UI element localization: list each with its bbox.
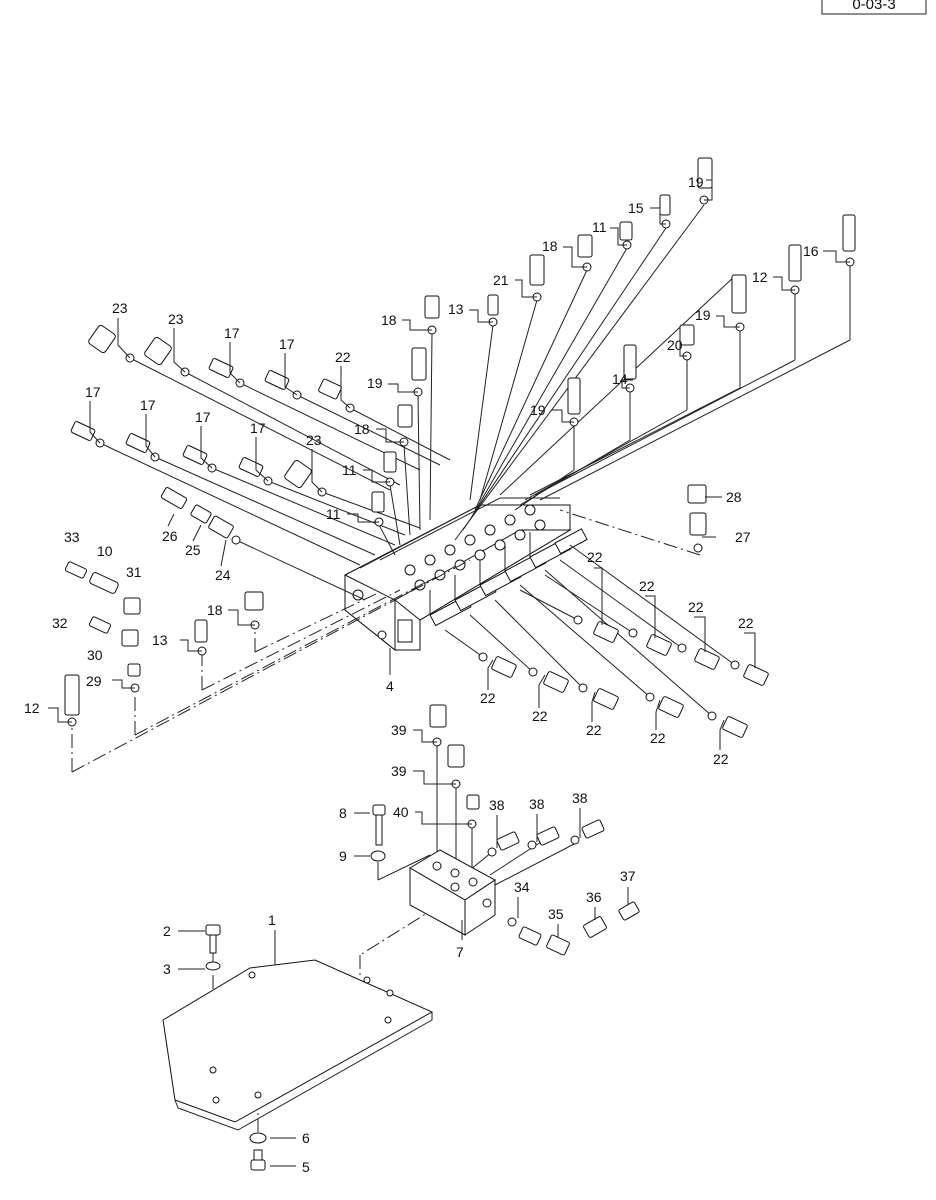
part-label: 20 [667,337,683,353]
part-label: 23 [112,300,128,316]
part-label: 22 [688,599,704,615]
part-label: 8 [339,805,347,821]
part-label: 22 [335,349,351,365]
part-label: 27 [735,529,751,545]
part-label: 26 [162,528,178,544]
leader-lines [71,204,851,1132]
control-valve-assembly [344,497,588,652]
part-label: 15 [628,200,644,216]
part-label: 22 [532,708,548,724]
part-label: 5 [302,1159,310,1175]
part-label: 28 [726,489,742,505]
part-label: 32 [52,615,68,631]
part-label: 17 [195,409,211,425]
part-label: 17 [279,336,295,352]
part-label: 22 [650,730,666,746]
part-label: 11 [326,506,341,522]
part-label: 17 [140,397,156,413]
part-label: 13 [152,632,168,648]
part-label: 22 [586,722,602,738]
part-label: 14 [612,371,628,387]
part-label: 30 [87,647,103,663]
part-label: 18 [381,312,397,328]
part-label: 23 [306,432,322,448]
drawing-reference: 0-03-3 [852,0,895,13]
label-brackets [48,179,850,1167]
part-label: 17 [224,325,240,341]
part-label: 19 [688,174,704,190]
part-label: 7 [456,944,464,960]
part-labels: 19 15 11 18 16 21 12 13 18 19 23 23 17 1… [24,174,819,1175]
part-label: 22 [587,549,603,565]
part-label: 18 [354,421,370,437]
part-label: 18 [542,238,558,254]
part-label: 16 [803,243,819,259]
part-label: 17 [85,384,101,400]
part-label: 18 [207,602,223,618]
part-label: 37 [620,868,636,884]
part-label: 11 [342,462,357,478]
part-label: 25 [185,542,201,558]
part-label: 9 [339,848,347,864]
part-label: 24 [215,567,231,583]
part-label: 38 [529,796,545,812]
part-label: 38 [572,790,588,806]
part-label: 2 [163,923,171,939]
part-label: 39 [391,763,407,779]
part-label: 33 [64,529,80,545]
part-label: 36 [586,889,602,905]
part-label: 12 [24,700,40,716]
part-label: 22 [713,751,729,767]
part-label: 21 [493,272,509,288]
part-label: 13 [448,301,464,317]
part-label: 3 [163,961,171,977]
part-label: 22 [738,615,754,631]
part-label: 31 [126,564,142,580]
part-label: 40 [393,804,409,820]
part-label: 39 [391,722,407,738]
part-label: 12 [752,269,768,285]
part-label: 4 [386,678,394,694]
part-label: 11 [592,219,607,235]
part-label: 22 [480,690,496,706]
part-label: 35 [548,906,564,922]
base-plate [162,924,434,1171]
drawing-reference-box: 0-03-3 [821,0,927,15]
part-label: 17 [250,420,266,436]
part-label: 1 [268,912,276,928]
part-label: 6 [302,1130,310,1146]
part-label: 22 [639,578,655,594]
part-label: 23 [168,311,184,327]
part-label: 29 [86,673,102,689]
part-label: 34 [514,879,530,895]
part-label: 19 [695,307,711,323]
part-label: 38 [489,797,505,813]
part-label: 19 [530,402,546,418]
part-label: 10 [97,543,113,559]
manifold-block [409,849,496,936]
part-label: 19 [367,375,383,391]
